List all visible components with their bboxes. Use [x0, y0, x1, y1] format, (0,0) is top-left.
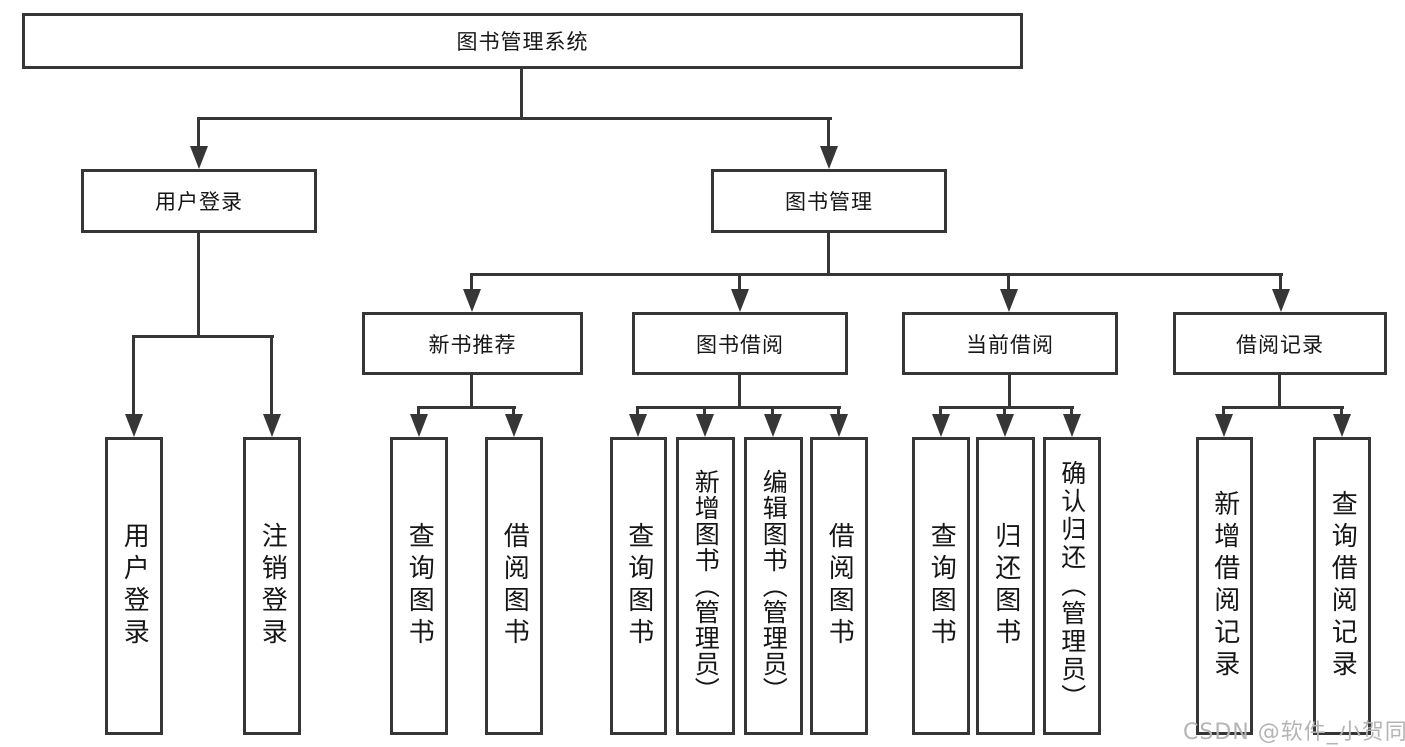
- edge-stub: [837, 406, 840, 416]
- edge-stub: [703, 406, 706, 416]
- arrow-down-icon: [996, 414, 1014, 437]
- arrow-down-icon: [731, 289, 749, 312]
- arrow-down-icon: [764, 414, 782, 437]
- leaf-query-borrow-record: 查询借阅记录: [1313, 437, 1371, 735]
- leaf-query-books-recommend: 查询图书: [390, 437, 448, 735]
- edge-stub: [1222, 406, 1225, 416]
- edge-stub: [827, 117, 830, 148]
- edge-bookborrow-horizontal: [636, 406, 841, 409]
- edge-stub: [417, 406, 420, 416]
- arrow-down-icon: [1000, 289, 1018, 312]
- node-user-login: 用户登录: [81, 169, 317, 233]
- leaf-label: 查询图书: [623, 522, 654, 650]
- node-book-management: 图书管理: [711, 169, 947, 233]
- leaf-label: 用户登录: [119, 522, 150, 650]
- leaf-label: 查询图书: [404, 522, 435, 650]
- edge-bookborrow-vertical: [738, 375, 741, 407]
- node-current-borrow: 当前借阅: [902, 312, 1118, 375]
- edge-stub: [771, 406, 774, 416]
- arrow-down-icon: [830, 414, 848, 437]
- watermark: CSDN @软件_小贺同学: [1183, 720, 1405, 745]
- leaf-label: 查询借阅记录: [1327, 490, 1358, 682]
- edge-bookmgmt-vertical: [827, 233, 830, 275]
- edge-stub: [1279, 273, 1282, 291]
- edge-records-horizontal: [1222, 406, 1344, 409]
- leaf-label: 借阅图书: [499, 522, 530, 650]
- arrow-down-icon: [820, 146, 838, 169]
- edge-stub: [738, 273, 741, 291]
- edge-stub: [470, 273, 473, 291]
- leaf-query-books-borrow: 查询图书: [610, 437, 667, 735]
- edge-stub: [270, 335, 273, 416]
- edge-stub: [512, 406, 515, 416]
- leaf-label: 新增借阅记录: [1209, 490, 1240, 682]
- leaf-label: 查询图书: [926, 522, 957, 650]
- edge-stub: [1340, 406, 1343, 416]
- leaf-label: 借阅图书: [824, 522, 855, 650]
- leaf-edit-book-admin: 编辑图书（管理员）: [744, 437, 803, 735]
- edge-stub: [939, 406, 942, 416]
- edge-stub: [197, 117, 200, 148]
- edge-newbooks-vertical: [470, 375, 473, 407]
- arrow-down-icon: [190, 146, 208, 169]
- edge-currentborrow-vertical: [1008, 375, 1011, 407]
- leaf-label: 确认归还（管理员）: [1057, 460, 1087, 712]
- leaf-user-login: 用户登录: [105, 437, 163, 735]
- edge-root-horizontal: [198, 117, 832, 120]
- arrow-down-icon: [629, 414, 647, 437]
- edge-root-vertical: [520, 69, 523, 119]
- leaf-query-books-current: 查询图书: [912, 437, 970, 735]
- leaf-add-borrow-record: 新增借阅记录: [1196, 437, 1253, 735]
- edge-stub: [1003, 406, 1006, 416]
- edge-stub: [1070, 406, 1073, 416]
- leaf-label: 新增图书（管理员）: [691, 469, 721, 703]
- arrow-down-icon: [932, 414, 950, 437]
- arrow-down-icon: [125, 414, 143, 437]
- edge-userlogin-vertical: [197, 233, 200, 336]
- leaf-label: 编辑图书（管理员）: [759, 469, 789, 703]
- edge-currentborrow-horizontal: [939, 406, 1074, 409]
- arrow-down-icon: [1272, 289, 1290, 312]
- edge-stub: [1007, 273, 1010, 291]
- node-new-book-recommend: 新书推荐: [362, 312, 583, 375]
- leaf-borrow-books-recommend: 借阅图书: [485, 437, 543, 735]
- leaf-add-book-admin: 新增图书（管理员）: [676, 437, 735, 735]
- edge-bookmgmt-horizontal: [470, 273, 1283, 276]
- arrow-down-icon: [696, 414, 714, 437]
- leaf-return-books: 归还图书: [976, 437, 1035, 735]
- leaf-label: 注销登录: [257, 522, 288, 650]
- arrow-down-icon: [410, 414, 428, 437]
- edge-stub: [636, 406, 639, 416]
- arrow-down-icon: [1333, 414, 1351, 437]
- edge-userlogin-horizontal: [132, 335, 274, 338]
- arrow-down-icon: [263, 414, 281, 437]
- node-book-borrow: 图书借阅: [632, 312, 848, 375]
- node-root: 图书管理系统: [22, 13, 1023, 69]
- arrow-down-icon: [505, 414, 523, 437]
- leaf-logout: 注销登录: [243, 437, 301, 735]
- leaf-borrow-books: 借阅图书: [810, 437, 868, 735]
- arrow-down-icon: [463, 289, 481, 312]
- arrow-down-icon: [1215, 414, 1233, 437]
- arrow-down-icon: [1063, 414, 1081, 437]
- leaf-confirm-return-admin: 确认归还（管理员）: [1043, 437, 1101, 735]
- node-borrow-records: 借阅记录: [1173, 312, 1387, 375]
- leaf-label: 归还图书: [990, 522, 1021, 650]
- edge-records-vertical: [1278, 375, 1281, 407]
- edge-stub: [132, 335, 135, 416]
- edge-newbooks-horizontal: [417, 406, 516, 409]
